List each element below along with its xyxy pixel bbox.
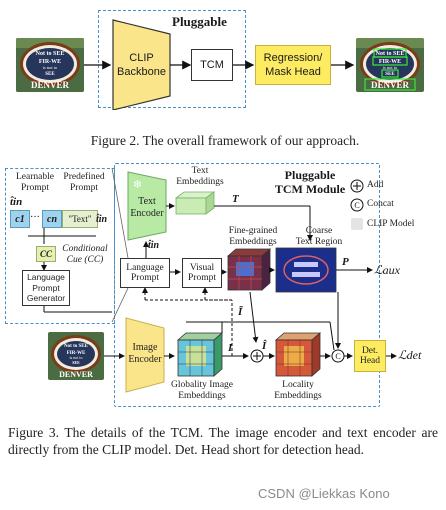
figure2-caption: Figure 2. The overall framework of our a…	[90, 133, 360, 148]
predefined-prompt-label: Predefined Prompt	[63, 172, 105, 193]
legend-clip-model-swatch	[351, 218, 363, 230]
frozen-snowflake-icon: ❄	[133, 179, 142, 191]
locality-label: Locality Embeddings	[274, 380, 322, 401]
tcm-box: TCM	[191, 49, 233, 81]
legend-add-label: Add	[367, 180, 384, 190]
svg-text:DENVER: DENVER	[59, 370, 93, 379]
svg-text:SEE: SEE	[72, 360, 80, 365]
globality-label: Globality Image Embeddings	[171, 380, 233, 401]
regression-mask-head-box: Regression/ Mask Head	[255, 45, 331, 85]
legend-clip-model-label: CLIP Model	[367, 219, 415, 229]
legend-concat-label: Concat	[367, 199, 394, 209]
output-sign-image: Not to SEE FIR-WE is not to SEE DENVER	[356, 38, 424, 92]
t-in-hat-main-label: t̂in	[148, 240, 160, 251]
P-label: P	[342, 256, 349, 268]
pluggable-container	[98, 10, 246, 108]
I-hat-label: Î	[262, 340, 267, 352]
sign-line-3: is not to	[43, 65, 58, 70]
globality-image-embeddings-cube	[176, 332, 224, 377]
svg-text:is not to: is not to	[383, 65, 398, 70]
text-embeddings-label: Text Embeddings	[176, 166, 224, 187]
svg-text:DENVER: DENVER	[371, 80, 410, 90]
svg-text:C: C	[335, 352, 340, 361]
L-det-label: ℒdet	[398, 348, 422, 362]
language-prompt-generator-box: Language Prompt Generator	[22, 270, 70, 306]
fine-grained-embeddings-cube	[226, 248, 272, 291]
image-encoder-label: Image Encoder	[128, 342, 162, 365]
svg-text:SEE: SEE	[385, 72, 395, 77]
visual-prompt-box: Visual Prompt	[182, 258, 222, 288]
L-aux-label: ℒaux	[374, 263, 400, 277]
svg-text:C: C	[354, 201, 359, 210]
legend-add-icon	[350, 179, 364, 193]
fig3-input-sign-image: Not to SEE FIR-WE is not to SEE DENVER	[48, 332, 104, 380]
sign-line-2: FIR-WE	[39, 59, 61, 65]
svg-text:is not to: is not to	[70, 355, 83, 360]
clip-backbone-label: CLIP Backbone	[117, 52, 166, 78]
sign-line-5: DENVER	[31, 80, 70, 90]
fine-grained-label: Fine-grained Embeddings	[228, 226, 278, 247]
text-embeddings-cube	[174, 191, 216, 215]
sign-line-1: Not to SEE	[36, 51, 65, 57]
coarse-text-region-map	[275, 247, 337, 293]
text-encoder-label: Text Encoder	[130, 196, 164, 219]
csdn-watermark: CSDN @Liekkas Kono	[258, 486, 390, 501]
svg-text:Not to SEE: Not to SEE	[376, 51, 405, 57]
svg-text:Not to SEE: Not to SEE	[64, 344, 89, 349]
figure3-caption: Figure 3. The details of the TCM. The im…	[8, 425, 438, 457]
det-head-box: Det. Head	[354, 340, 386, 372]
concat-operator-icon: C	[331, 349, 345, 363]
learnable-prompt-label: Learnable Prompt	[16, 172, 54, 193]
t-in-hat-label: t̂in	[96, 214, 108, 225]
I-tilde-label: Ĩ	[238, 306, 243, 318]
image-encoder-shape	[125, 317, 165, 393]
pluggable-label: Pluggable	[172, 14, 227, 29]
t-in-label: t̂in	[10, 196, 23, 208]
cn-token: cn	[42, 210, 62, 228]
token-dots: ···	[30, 212, 40, 223]
svg-text:FIR-WE: FIR-WE	[67, 351, 86, 356]
cc-box: CC	[36, 246, 56, 262]
conditional-cue-label: Conditional Cue (CC)	[62, 244, 108, 265]
svg-text:FIR-WE: FIR-WE	[379, 59, 401, 65]
locality-embeddings-cube	[274, 332, 322, 377]
text-encoder-shape	[127, 171, 167, 241]
coarse-text-region-label: Coarse Text Region	[295, 226, 343, 247]
T-label: T	[232, 193, 239, 205]
I-label: I	[228, 342, 233, 354]
text-token: "Text"	[62, 210, 98, 228]
sign-graphic: Not to SEE FIR-WE is not to SEE DENVER	[16, 38, 84, 92]
figure2-connectors	[84, 19, 355, 110]
language-prompt-box: Language Prompt	[120, 258, 170, 288]
language-prompt-generator-panel	[5, 168, 115, 324]
sign-line-4: SEE	[45, 72, 55, 77]
input-sign-image: Not to SEE FIR-WE is not to SEE DENVER	[16, 38, 84, 92]
figure3-connectors: ❄	[28, 167, 397, 393]
clip-backbone-shape	[112, 19, 171, 110]
c1-token: c1	[10, 210, 30, 228]
pluggable-tcm-label: Pluggable TCM Module	[274, 168, 346, 196]
legend-concat-icon: C	[350, 198, 364, 212]
